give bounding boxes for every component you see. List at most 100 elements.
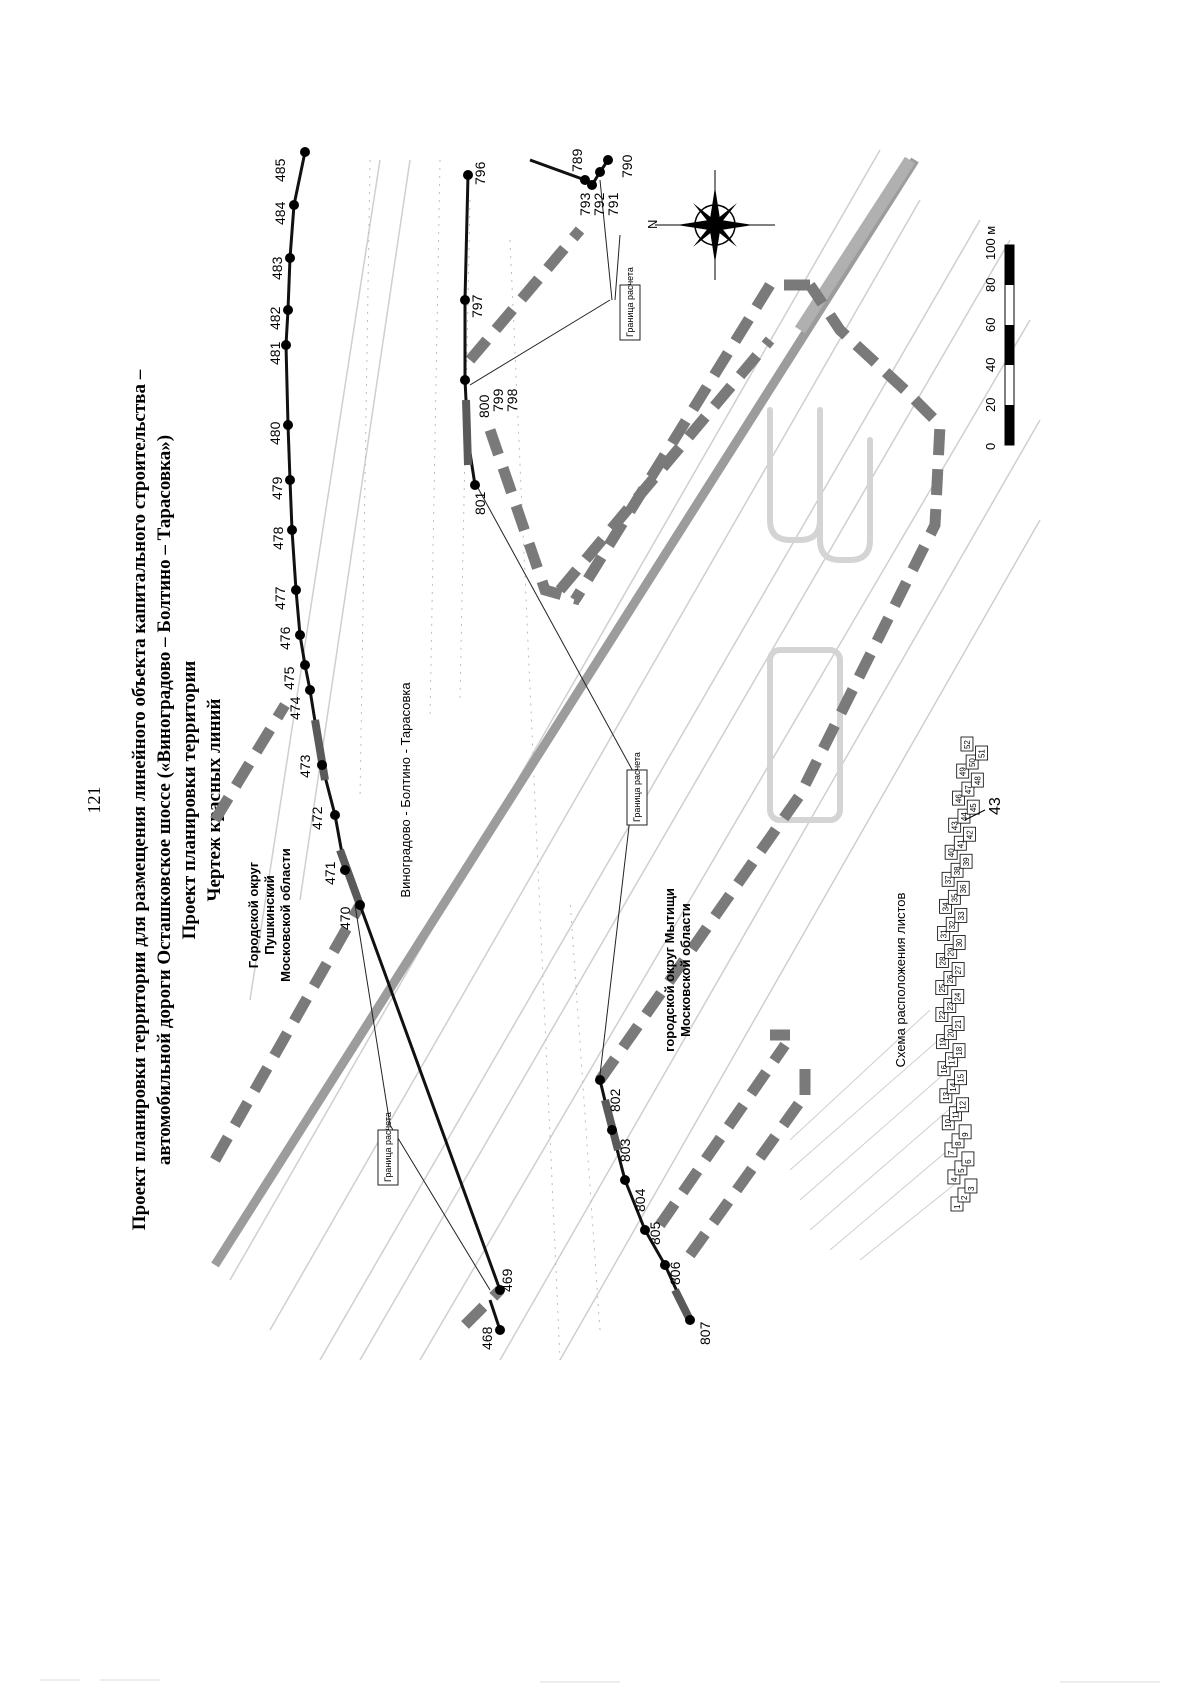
svg-text:Граница расчета: Граница расчета: [625, 267, 635, 337]
leader-lines: [354, 179, 636, 1291]
sheet-index-number: 20: [946, 1028, 955, 1037]
sheet-index-number: 28: [938, 956, 947, 965]
sheet-index-cell: 27: [951, 962, 965, 977]
point-label: 803: [617, 1138, 633, 1162]
parking-loops: [767, 407, 873, 823]
sheet-index-number: 34: [942, 902, 951, 911]
sheet-index-number: 30: [955, 938, 964, 947]
sheet-index-number: 36: [959, 884, 968, 893]
sheet-index-number: 6: [964, 1159, 973, 1164]
point-label: 807: [697, 1321, 713, 1345]
sheet-index-number: 3: [967, 1186, 976, 1191]
point-label: 797: [469, 294, 485, 318]
sheet-index-number: 9: [961, 1132, 970, 1137]
point-label: 793: [577, 192, 593, 216]
boundary-label-right: Граница расчета: [619, 267, 641, 341]
sheet-index-cell: 6: [961, 1151, 975, 1167]
sheet-index-cell: 33: [954, 907, 968, 923]
sheet-index-number: 23: [946, 1001, 955, 1010]
title-line-1: Проект планировки территории для размеще…: [129, 369, 150, 1230]
sheet-index-cell: 52: [960, 736, 974, 752]
sheet-index-number: 43: [951, 821, 960, 830]
compass-north-label: N: [645, 220, 660, 229]
point-label: 470: [337, 906, 353, 930]
point-label: 792: [591, 192, 607, 216]
point-label: 801: [472, 491, 488, 515]
scan-noise: [40, 1679, 1160, 1683]
mytishchi-line-2: Московской области: [678, 903, 693, 1037]
sheet-index-cell: 12: [956, 1097, 970, 1113]
sheet-index-number: 15: [957, 1073, 966, 1082]
point-label: 790: [619, 154, 635, 178]
sheet-index-number: 17: [947, 1055, 956, 1064]
point-label: 479: [269, 476, 285, 500]
sheet-index-number: 35: [950, 893, 959, 902]
mytishchi-label: городской округ Мытищи Московской област…: [662, 888, 693, 1052]
sheet-index-cell: 49: [956, 763, 970, 779]
sheet-index-number: 44: [960, 812, 969, 821]
sheet-index-number: 7: [947, 1150, 956, 1155]
scale-tick: 100 м: [983, 226, 998, 260]
title-line-3: Проект планировки территории: [179, 661, 200, 940]
sheet-index-number: 2: [960, 1195, 969, 1200]
sheet-index-number: 41: [956, 839, 965, 848]
point-label: 478: [270, 526, 286, 550]
point-label: 483: [269, 256, 285, 280]
sheet-index-number: 8: [954, 1141, 963, 1146]
point-label: 482: [267, 306, 283, 330]
point-label: 800: [476, 394, 492, 418]
sheet-index-number: 48: [973, 776, 982, 785]
point-label: 804: [632, 1188, 648, 1212]
sheet-index-cell: 36: [956, 880, 970, 896]
fence-lines: [359, 159, 601, 1361]
point-label: 805: [647, 1221, 663, 1245]
point-label: 806: [667, 1261, 683, 1285]
title-block: Проект планировки территории для размеще…: [129, 369, 225, 1230]
sheet-index-cell: 9: [958, 1124, 972, 1140]
map-area: 469 470 471 472 473 474 475 476 477 478 …: [210, 147, 1041, 1361]
point-label: 799: [490, 388, 506, 412]
sheet-index: 1234567891011121314151617181920212223242…: [935, 736, 988, 1212]
sheet-index-number: 39: [962, 857, 971, 866]
page-number: 121: [84, 787, 104, 814]
sheet-index-cell: 15: [954, 1070, 967, 1086]
red-line-strips: [311, 399, 694, 1322]
sheet-index-number: 12: [959, 1100, 968, 1109]
point-labels-upper: 469 470 471 472 473 474 475 476 477 478 …: [267, 158, 515, 1292]
point-labels-right: 789 790 791 792 793: [569, 148, 635, 216]
point-label: 475: [281, 666, 297, 690]
sheet-index-cell: 42: [963, 826, 976, 842]
sheet-index-number: 38: [953, 866, 962, 875]
sheet-index-number: 49: [959, 767, 968, 776]
point-label: 480: [267, 421, 283, 445]
svg-text:Граница расчета: Граница расчета: [632, 752, 642, 822]
compass-rose-icon: N: [645, 170, 775, 280]
point-label: 789: [569, 148, 585, 172]
sheet-index-number: 26: [946, 974, 955, 983]
calculation-boundary: [210, 226, 946, 1329]
boundary-label-center: Граница расчета: [626, 752, 648, 826]
point-label: 469: [499, 1268, 515, 1292]
sheet-index-number: 47: [964, 785, 973, 794]
sheet-index-number: 24: [954, 992, 963, 1001]
sketch-lines: [229, 149, 1041, 1361]
point-label: 484: [272, 201, 288, 225]
sheet-index-number: 25: [938, 983, 947, 992]
sheet-number-label: 43: [987, 797, 1004, 815]
sheet-index-cell: 50: [965, 754, 979, 770]
sheet-index-number: 13: [942, 1091, 951, 1100]
pushkino-line-3: Московской области: [278, 848, 293, 982]
point-label: 472: [309, 806, 325, 830]
sheet-index-cell: 51: [975, 745, 988, 761]
sheet-layout-label: Схема расположения листов: [893, 892, 908, 1067]
sheet-index-number: 33: [957, 911, 966, 920]
sheet-index-number: 51: [978, 749, 987, 758]
sheet-number-leader: [964, 809, 986, 821]
scale-tick: 20: [983, 398, 998, 412]
svg-text:Граница расчета: Граница расчета: [383, 1112, 393, 1182]
sheet-index-number: 37: [944, 875, 953, 884]
point-markers: [281, 147, 695, 1335]
point-label: 791: [605, 192, 621, 216]
point-label: 468: [479, 1326, 495, 1350]
